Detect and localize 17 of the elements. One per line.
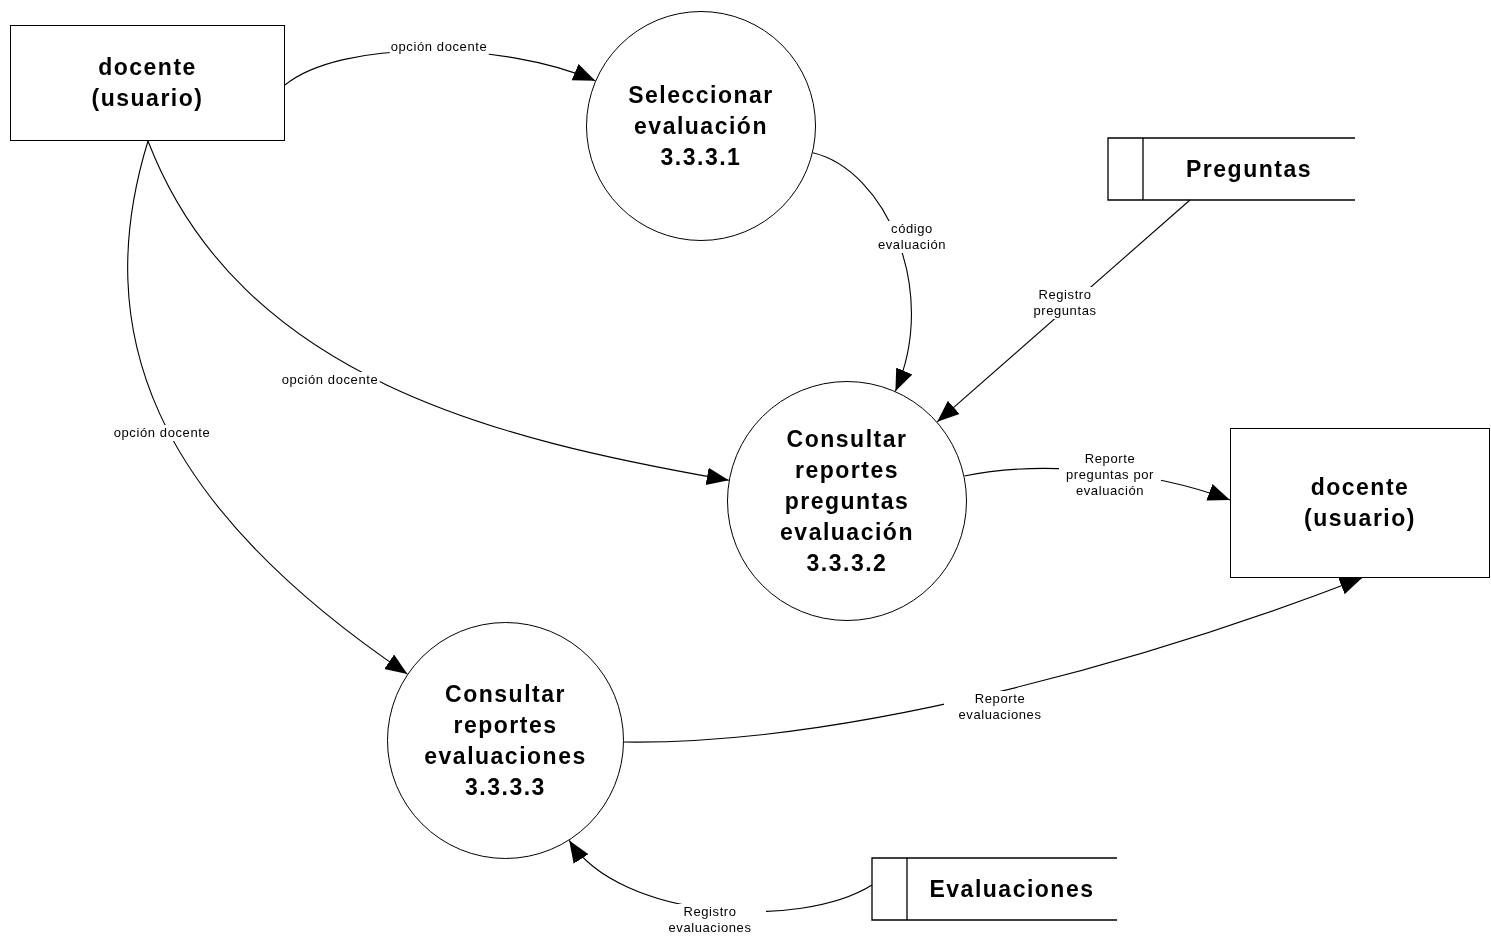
node-label: Consultar reportes evaluaciones 3.3.3.3: [423, 679, 588, 802]
edge-label: opción docente: [389, 39, 489, 55]
entity-box: [1230, 428, 1490, 578]
node-label: docente (usuario): [90, 53, 205, 113]
arrow: [127, 140, 408, 675]
edge-label: opción docente: [112, 425, 212, 441]
edge-label: opción docente: [280, 372, 380, 388]
node-label: Seleccionar evaluación 3.3.3.1: [627, 80, 775, 172]
node-label: Consultar reportes preguntas evaluación 3.3.3.2: [779, 424, 915, 578]
arrow: [623, 577, 1363, 743]
entity-box: [10, 25, 285, 141]
node-label: Preguntas: [1186, 154, 1312, 184]
node-label: Evaluaciones: [929, 874, 1095, 904]
node-label: docente (usuario): [1303, 473, 1417, 533]
data-store: [1108, 138, 1355, 200]
data-store: [872, 858, 1117, 920]
arrow: [147, 140, 730, 485]
